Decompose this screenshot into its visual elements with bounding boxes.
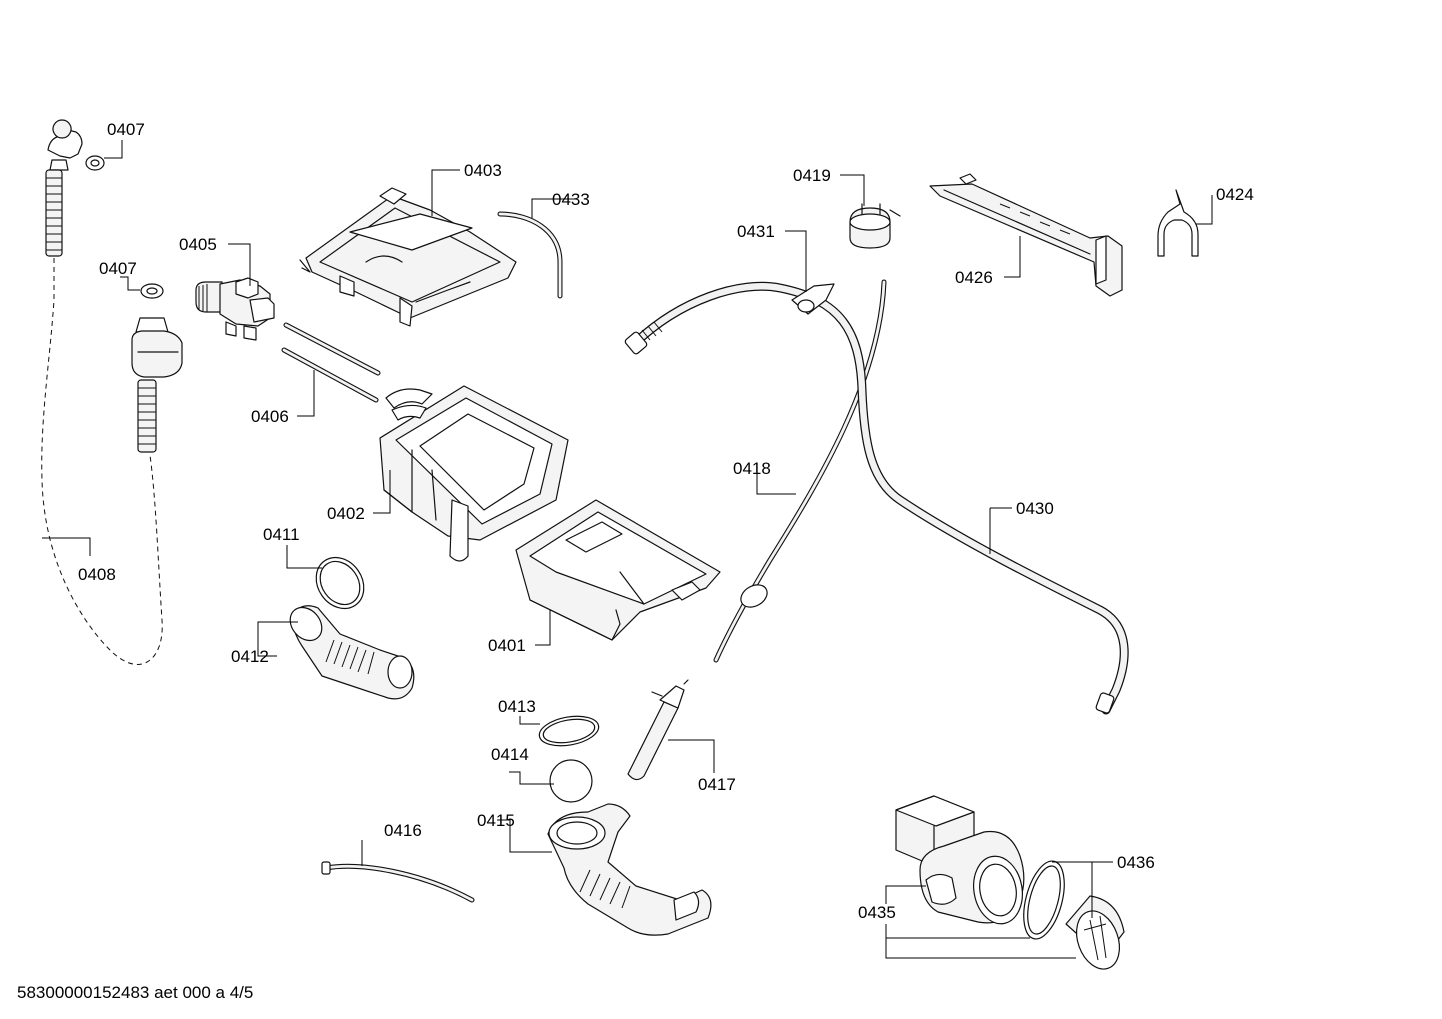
inlet-hose-part [41, 119, 163, 665]
label-0418: 0418 [733, 459, 771, 478]
clip-0424-part [1157, 189, 1199, 257]
filter-0436-part [1065, 895, 1125, 970]
label-0430: 0430 [1016, 499, 1054, 518]
label-0406: 0406 [251, 407, 289, 426]
hose-0433-part [497, 211, 563, 299]
ball-0414-part [549, 759, 593, 803]
drawing-reference-footer: 58300000152483 aet 000 a 4/5 [17, 983, 253, 1002]
inlet-hose-lower-part [131, 283, 183, 453]
ring-0413-part [538, 715, 600, 747]
label-0411: 0411 [263, 525, 300, 544]
cylinder-0417-part [627, 679, 689, 781]
pump-0435-part [895, 795, 1025, 925]
label-0415: 0415 [477, 811, 515, 830]
label-0408: 0408 [78, 565, 116, 584]
label-0403: 0403 [464, 161, 502, 180]
callout-labels: 0407 0403 0433 0419 0424 0405 0431 0426 … [78, 120, 1254, 922]
label-0402: 0402 [327, 504, 365, 523]
label-0426: 0426 [955, 268, 993, 287]
seal-0436-part [1023, 860, 1065, 940]
label-0416: 0416 [384, 821, 422, 840]
dispenser-lid-0403-part [299, 187, 517, 327]
label-0412: 0412 [231, 647, 269, 666]
label-0435: 0435 [858, 903, 896, 922]
leader-lines [42, 140, 1213, 959]
rods-0406-part [281, 322, 381, 403]
label-0413: 0413 [498, 697, 536, 716]
label-0414: 0414 [491, 745, 529, 764]
label-0419: 0419 [793, 166, 831, 185]
hose-0430-part [624, 281, 1129, 715]
label-0431: 0431 [737, 222, 775, 241]
ring-0411-part [315, 556, 365, 610]
label-0407-top: 0407 [107, 120, 145, 139]
dispenser-drawer-0401-part [515, 499, 721, 641]
label-0405: 0405 [179, 235, 217, 254]
component-0419-part [849, 203, 901, 249]
dispenser-housing-0402-part [379, 385, 569, 562]
sump-hose-0415-part [547, 803, 712, 936]
label-0433: 0433 [552, 190, 590, 209]
clip-0431-part [791, 283, 835, 315]
bellows-hose-0412-part [289, 605, 415, 700]
washer-0407-top-part [85, 155, 105, 171]
small-hose-0416-part [321, 861, 475, 903]
label-0417: 0417 [698, 775, 736, 794]
label-0424: 0424 [1216, 185, 1254, 204]
label-0401: 0401 [488, 636, 526, 655]
label-0436: 0436 [1117, 853, 1155, 872]
valve-0405-part [195, 277, 275, 341]
bracket-0426-part [929, 173, 1123, 297]
label-0407-lower: 0407 [99, 259, 137, 278]
rod-0418-part [713, 279, 887, 663]
